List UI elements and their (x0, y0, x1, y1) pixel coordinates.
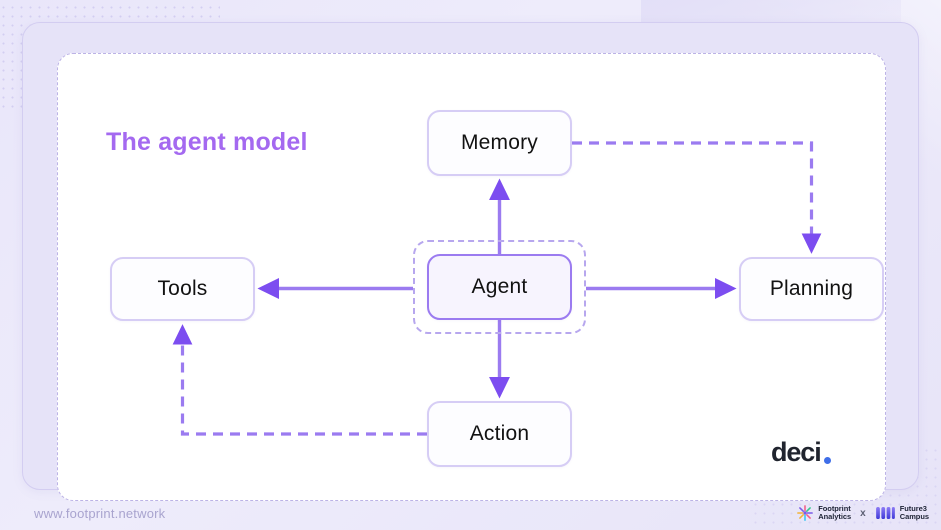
footprint-analytics-wordmark: Footprint Analytics (818, 505, 851, 521)
node-planning-label: Planning (769, 277, 854, 300)
edge-action-to-tools (172, 324, 427, 436)
node-tools[interactable]: Tools (110, 257, 255, 321)
deci-logo-text: deci (771, 437, 822, 467)
future3-campus-logo: Future3 Campus (875, 505, 929, 521)
slide-panel: The agent model (22, 22, 919, 501)
edge-memory-to-planning (572, 141, 822, 254)
logo-separator: x (860, 507, 866, 519)
footprint-logo-line1: Footprint (818, 504, 851, 514)
page-title: The agent model (106, 128, 308, 156)
diagram-connectors (172, 141, 822, 436)
node-tools-label: Tools (157, 277, 208, 300)
node-agent[interactable]: Agent (427, 254, 572, 320)
footprint-sparkle-icon (797, 505, 814, 521)
node-planning[interactable]: Planning (739, 257, 884, 321)
future3-logo-line2: Campus (899, 512, 929, 521)
future3-campus-wordmark: Future3 Campus (900, 505, 929, 521)
node-memory[interactable]: Memory (427, 110, 572, 176)
diagram-canvas: The agent model (57, 53, 886, 501)
deci-logo: deci (771, 437, 831, 468)
node-action[interactable]: Action (427, 401, 572, 467)
footer-url[interactable]: www.footprint.network (34, 506, 166, 521)
diagram-stage: Memory Agent Tools Planning Action deci (58, 54, 885, 500)
agent-boundary-frame (413, 240, 586, 334)
footer-logos: Footprint Analytics x Future3 (796, 500, 929, 526)
node-memory-label: Memory (460, 131, 539, 154)
footprint-logo-line2: Analytics (818, 512, 852, 521)
footprint-analytics-logo: Footprint Analytics (796, 504, 851, 522)
deci-logo-dot-icon (823, 457, 831, 464)
node-action-label: Action (469, 422, 530, 445)
future3-mark-icon (875, 507, 895, 519)
node-agent-label: Agent (471, 275, 528, 298)
future3-logo-line1: Future3 (899, 504, 927, 514)
